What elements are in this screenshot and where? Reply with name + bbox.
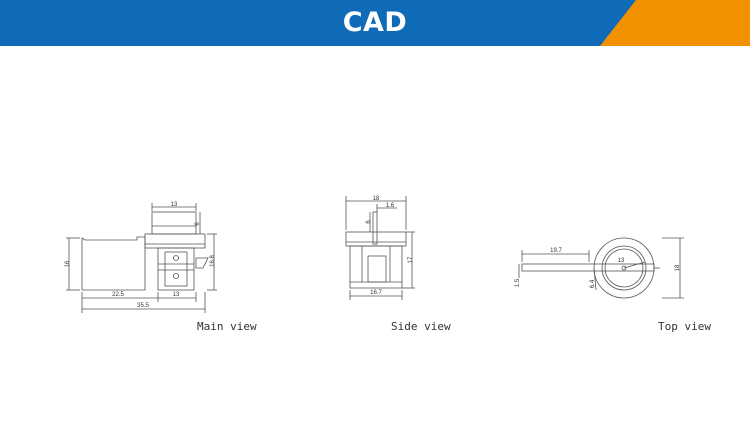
dim-main-6: 6 [195,222,201,226]
top-view-label: Top view [658,320,711,333]
dim-main-16-8: 16.8 [210,255,216,267]
dim-top-18: 18 [675,264,681,271]
main-cap [151,211,197,235]
dim-main-35-5: 35.5 [137,303,149,309]
dim-main-16: 16 [65,260,71,267]
main-hole-bottom [173,273,179,279]
side-view [345,196,415,300]
side-view-label: Side view [391,320,451,333]
dim-side-18: 18 [373,196,380,202]
dim-top-13: 13 [618,258,625,264]
header-banner: CAD [0,0,750,46]
dim-side-6: 6 [366,220,372,224]
dim-top-19-7: 19.7 [550,248,562,254]
main-shoulder [144,233,206,249]
side-body [349,245,403,289]
dim-main-22-5: 22.5 [112,292,124,298]
page-title: CAD [342,7,408,38]
main-hole-top [173,255,179,261]
dim-side-16-7: 16.7 [370,290,382,296]
dim-main-13-bottom: 13 [173,292,180,298]
main-lock-block [157,247,195,291]
side-pin [372,211,378,245]
top-view [518,237,684,299]
main-view-label: Main view [197,320,257,333]
main-view [66,203,217,313]
dim-side-17: 17 [408,256,414,263]
dim-main-13-top: 13 [171,202,178,208]
top-inner-ring [601,245,647,291]
dim-top-6-4: 6.4 [590,279,596,288]
top-shaft [521,263,655,272]
dim-side-1-6: 1.6 [386,203,395,209]
dim-top-1-5: 1.5 [515,278,521,287]
main-body-plate [81,236,146,291]
